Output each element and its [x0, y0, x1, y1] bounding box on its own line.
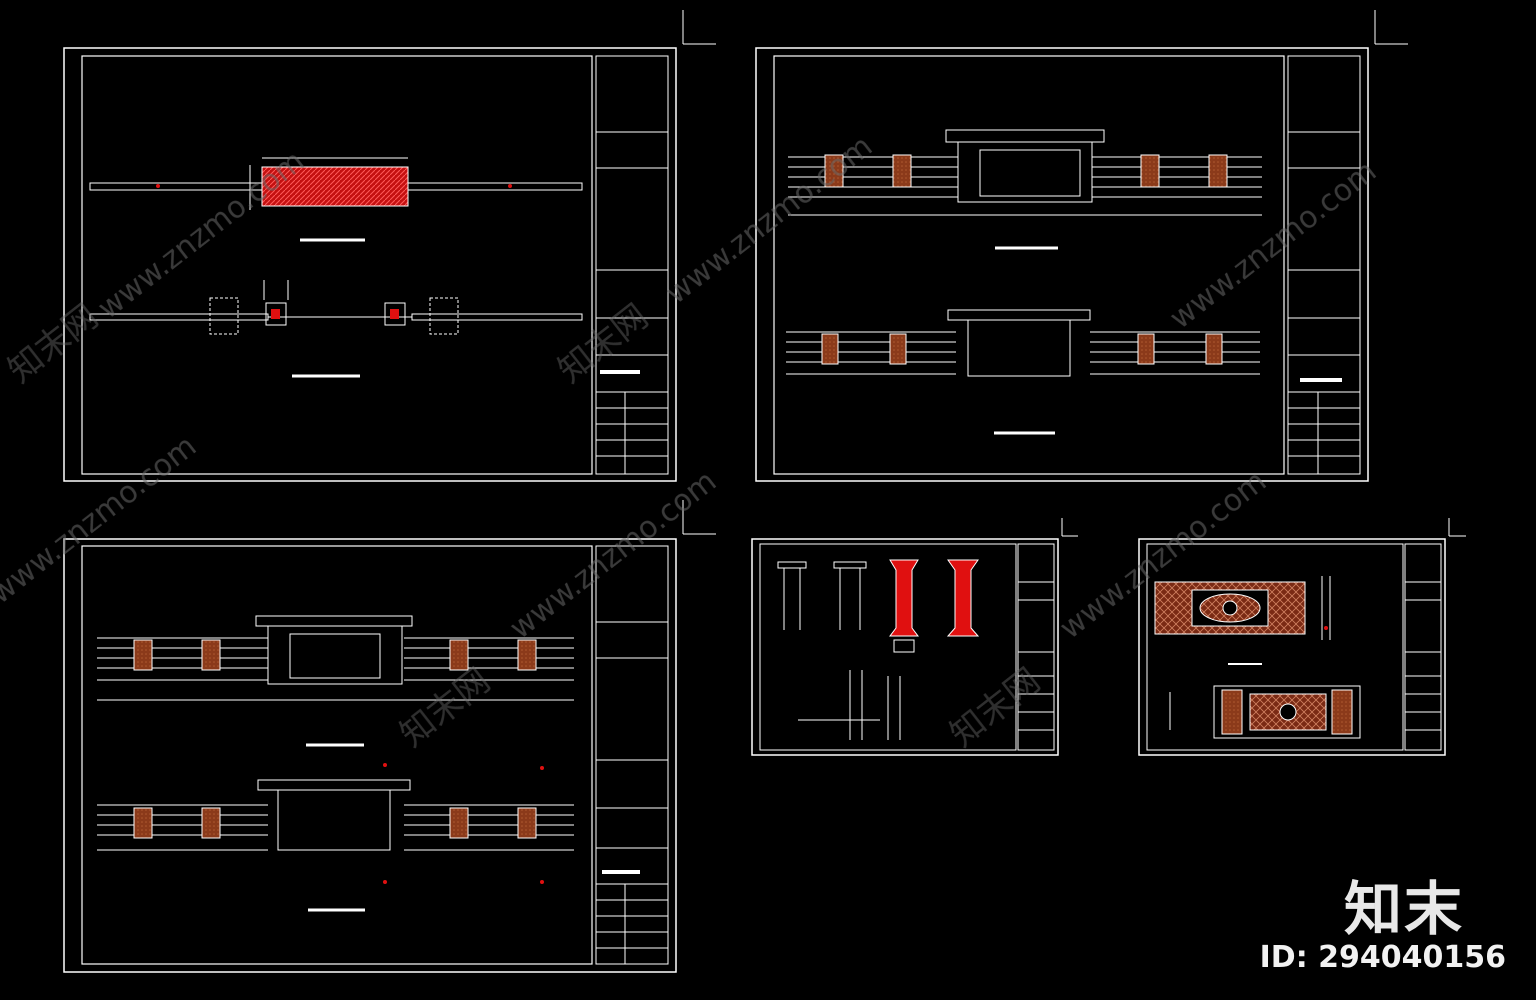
watermark-site-4: www.znzmo.com: [0, 429, 203, 611]
watermark-site-5: www.znzmo.com: [503, 464, 723, 646]
watermark-cn-1: 知末网: [1, 297, 106, 391]
drawing-sheet-1: [63, 10, 716, 482]
gate-elevation-upper: [97, 615, 574, 747]
watermark-site-3: www.znzmo.com: [1163, 154, 1383, 336]
gate-elevation-upper: [788, 129, 1262, 250]
gate-plan-lower: [89, 280, 583, 378]
brand-watermarks: 知末网 知末网 知末网 知末网: [1, 297, 1048, 755]
brand-logo-text: 知末: [1343, 875, 1464, 943]
drawing-sheet-2: [755, 10, 1408, 482]
gate-plan-upper: [89, 157, 583, 242]
drawing-sheet-4: [751, 518, 1078, 756]
drawing-sheet-5: [1138, 518, 1466, 756]
title-block: [1017, 543, 1055, 751]
image-id-label: ID: 294040156: [1259, 940, 1506, 975]
site-watermarks: www.znzmo.com www.znzmo.com www.znzmo.co…: [0, 129, 1383, 646]
watermark-site-1: www.znzmo.com: [91, 144, 311, 326]
gate-elevation-lower: [786, 309, 1260, 435]
watermark-cn-4: 知末网: [943, 661, 1048, 755]
screen-wall-details: [1154, 576, 1361, 739]
title-block: [1404, 543, 1442, 751]
gate-elevation-lower: [97, 763, 574, 912]
title-block: [595, 55, 669, 475]
watermark-site-2: www.znzmo.com: [659, 129, 879, 311]
title-block: [1287, 55, 1361, 475]
column-details: [777, 559, 980, 740]
watermark-cn-3: 知末网: [393, 661, 498, 755]
drawing-sheet-3: [63, 500, 716, 973]
title-block: [595, 545, 669, 965]
watermark-cn-2: 知末网: [551, 297, 656, 391]
